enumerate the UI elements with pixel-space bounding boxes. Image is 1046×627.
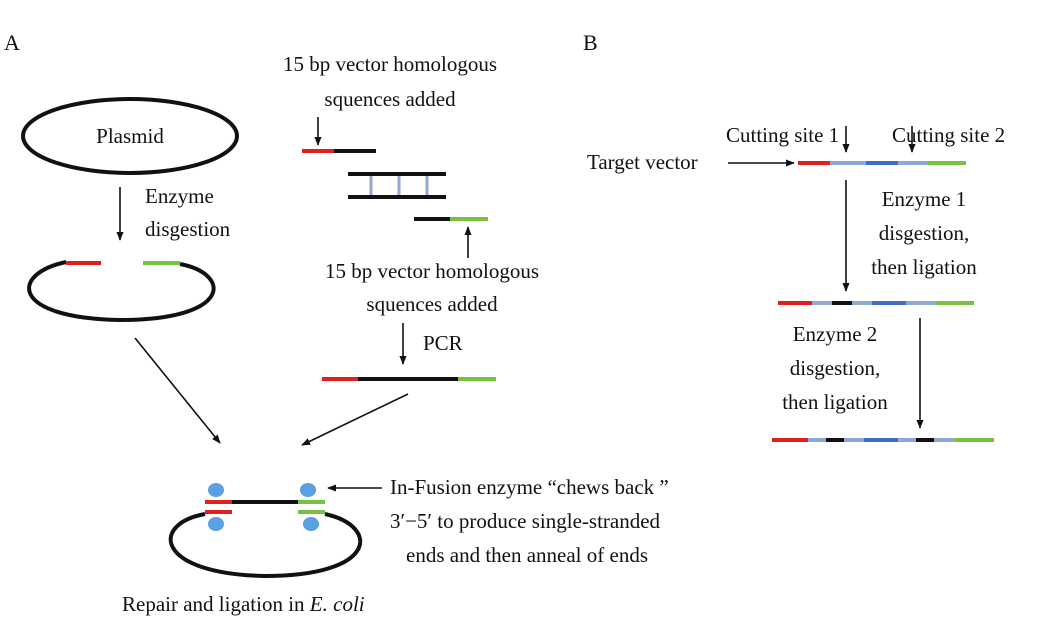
enzyme2-line1: Enzyme 2 (793, 322, 878, 346)
enzyme1-line3: then ligation (871, 255, 977, 279)
infusion-line1: In-Fusion enzyme “chews back ” (390, 475, 669, 499)
repair-caption-species: E. coli (309, 592, 365, 616)
plasmid-ring (21, 97, 239, 175)
pcr-label: PCR (423, 331, 463, 355)
enzyme-dot-2 (208, 517, 224, 531)
repair-caption: Repair and ligation in E. coli (122, 592, 365, 616)
enzyme1-line2: disgestion, (879, 221, 969, 245)
linearized-plasmid (27, 260, 216, 323)
cutting-site-2-label: Cutting site 2 (892, 123, 1005, 147)
infusion-line3: ends and then anneal of ends (406, 543, 648, 567)
enzyme-dot-3 (300, 483, 316, 497)
enzyme-dot-1 (208, 483, 224, 497)
panel-a-label: A (4, 30, 20, 55)
enzyme2-line2: disgestion, (790, 356, 880, 380)
panel-b-label: B (583, 30, 598, 55)
enzyme2-line3: then ligation (782, 390, 888, 414)
homologous-top-line1: 15 bp vector homologous (283, 52, 497, 76)
target-vector-label: Target vector (587, 150, 698, 174)
homologous-top-line2: squences added (324, 87, 456, 111)
enzyme1-line1: Enzyme 1 (882, 187, 967, 211)
homologous-bottom-line2: squences added (366, 292, 498, 316)
cutting-site-1-label: Cutting site 1 (726, 123, 839, 147)
infusion-line2: 3′−5′ to produce single-stranded (390, 509, 661, 533)
fused-plasmid (168, 512, 363, 579)
enzyme-label: Enzyme (145, 184, 214, 208)
digestion-label: disgestion (145, 217, 231, 241)
homologous-bottom-line1: 15 bp vector homologous (325, 259, 539, 283)
repair-caption-text: Repair and ligation in (122, 592, 310, 616)
plasmid-label: Plasmid (96, 124, 164, 148)
insert-to-fusion-arrow (301, 393, 409, 446)
enzyme-dot-4 (303, 517, 319, 531)
plasmid-to-fusion-arrow (134, 337, 221, 444)
